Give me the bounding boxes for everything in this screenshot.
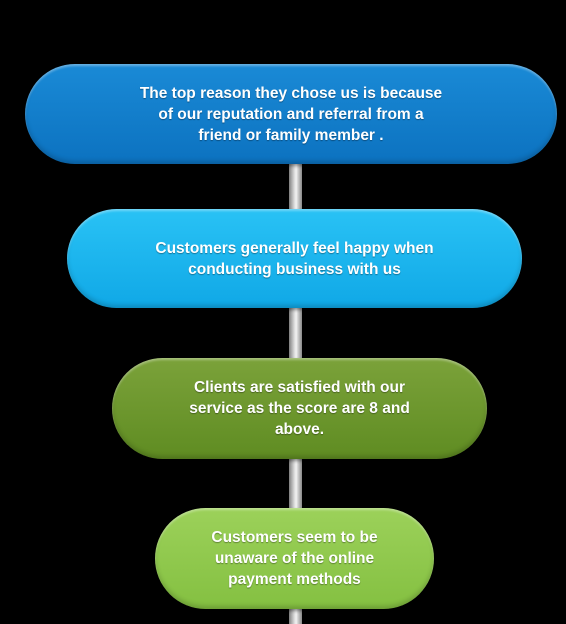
step-4-pill: Customers seem to be unaware of the onli… [155, 508, 434, 609]
step-2-text: Customers generally feel happy when cond… [155, 239, 434, 278]
step-3-text: Clients are satisfied with our service a… [189, 379, 410, 438]
step-3-pill: Clients are satisfied with our service a… [112, 358, 487, 459]
step-1-text: The top reason they chose us is because … [139, 84, 443, 144]
step-4-text: Customers seem to be unaware of the onli… [211, 529, 378, 588]
step-1-pill: The top reason they chose us is because … [25, 64, 557, 164]
step-2-pill: Customers generally feel happy when cond… [67, 209, 522, 308]
